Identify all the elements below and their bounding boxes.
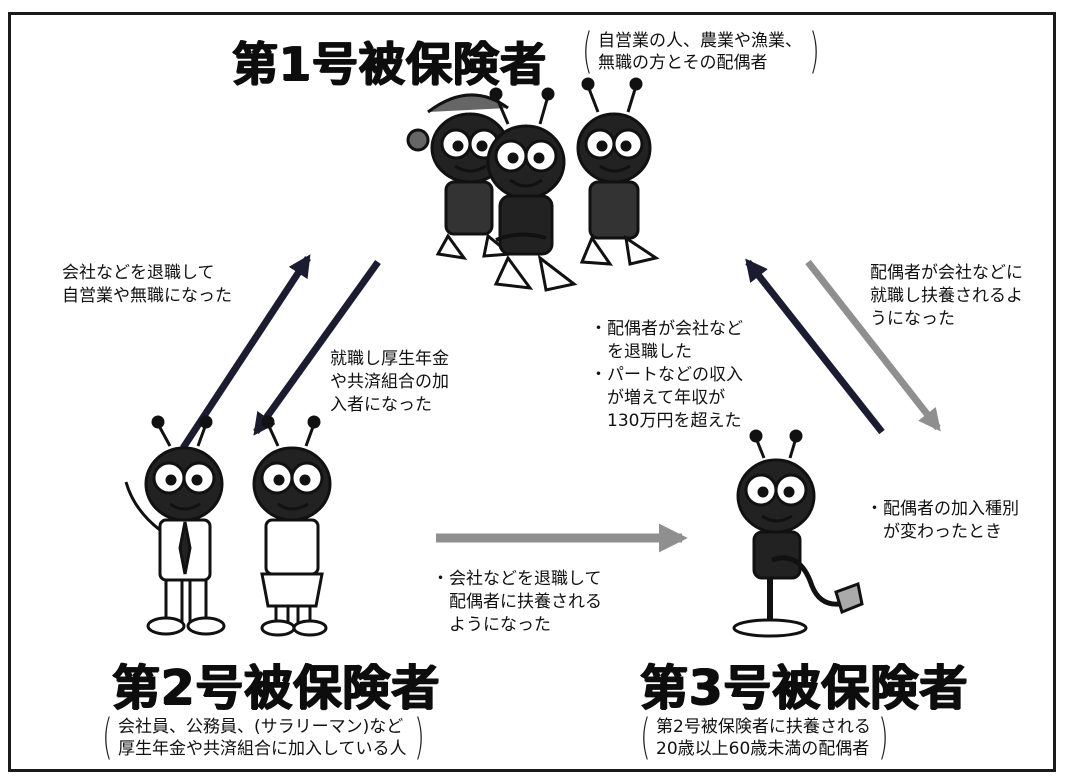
desc-third-insured: 第2号被保険者に扶養される 20歳以上60歳未満の配偶者 [656,716,871,760]
note-first-to-second: 就職し厚生年金 や共済組合の加 入者になった [330,348,449,417]
diagram-frame [8,12,1056,772]
title-first-insured: 第1号被保険者 [232,37,548,91]
note-line: うになった [870,309,955,329]
note-third-changed: ・配偶者の加入種別 が変わったとき [866,498,1019,544]
note-line: や共済組合の加 [330,372,449,392]
desc-second-line-1: 会社員、公務員、(サラリーマン)など [118,717,404,737]
note-second-to-third: ・会社などを退職して 配偶者に扶養される ようになった [432,568,602,637]
desc-first-line-2: 無職の方とその配偶者 [598,53,768,73]
mascot-third [732,429,864,638]
arrow-first-to-second [253,259,381,436]
note-line: 就職し厚生年金 [330,349,449,369]
desc-first-insured: 自営業の人、農業や漁業、 無職の方とその配偶者 [598,30,802,74]
note-line: が増えて年収が [590,388,726,408]
note-line: 130万円を超えた [590,411,742,431]
note-line: が変わったとき [866,522,1002,542]
note-line: 配偶者が会社などに [870,263,1023,283]
mascot-group-second [124,415,332,637]
title-second-insured: 第2号被保険者 [112,660,441,716]
note-first-to-third: 配偶者が会社などに 就職し扶養されるよ うになった [870,262,1023,331]
arrow-third-to-first [745,258,885,435]
desc-second-insured: 会社員、公務員、(サラリーマン)など 厚生年金や共済組合に加入している人 [118,716,407,760]
note-line: 自営業や無職になった [62,286,232,306]
desc-first-line-1: 自営業の人、農業や漁業、 [598,31,802,51]
arrow-first-to-third [805,259,941,432]
mascot-group-first [406,77,660,292]
note-line: ・会社などを退職して [432,569,602,589]
note-line: ようになった [432,615,551,635]
note-second-to-first: 会社などを退職して 自営業や無職になった [62,262,232,308]
title-third-insured: 第3号被保険者 [640,660,969,716]
note-line: 就職し扶養されるよ [870,286,1023,306]
desc-third-line-2: 20歳以上60歳未満の配偶者 [656,739,870,759]
note-line: を退職した [590,342,692,362]
desc-third-line-1: 第2号被保険者に扶養される [656,717,871,737]
desc-second-line-2: 厚生年金や共済組合に加入している人 [118,739,407,759]
note-line: 入者になった [330,395,432,415]
note-line: 会社などを退職して [62,263,215,283]
note-line: ・パートなどの収入 [590,365,743,385]
note-line: ・配偶者が会社など [590,319,743,339]
note-line: ・配偶者の加入種別 [866,499,1019,519]
note-third-to-first: ・配偶者が会社など を退職した ・パートなどの収入 が増えて年収が 130万円を… [590,318,743,433]
note-line: 配偶者に扶養される [432,592,602,612]
